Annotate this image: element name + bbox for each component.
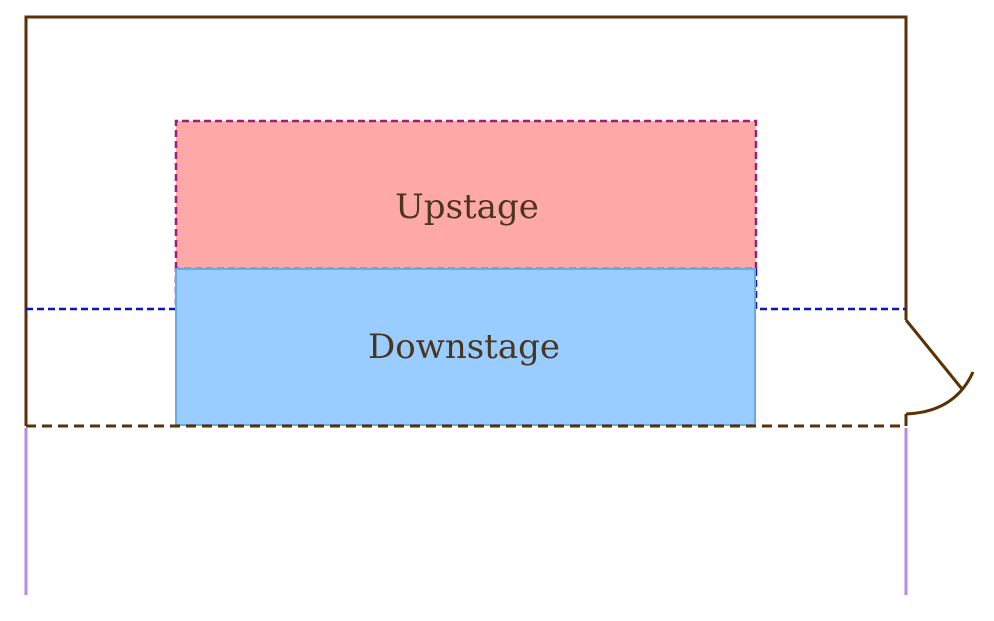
upstage-label: Upstage [395,187,539,227]
downstage-area [175,268,756,426]
door-leaf [904,319,964,390]
theatre-wall [24,15,908,426]
door-swing-arc [905,371,975,416]
upstage-area [176,121,756,269]
downstage-label: Downstage [368,327,560,367]
